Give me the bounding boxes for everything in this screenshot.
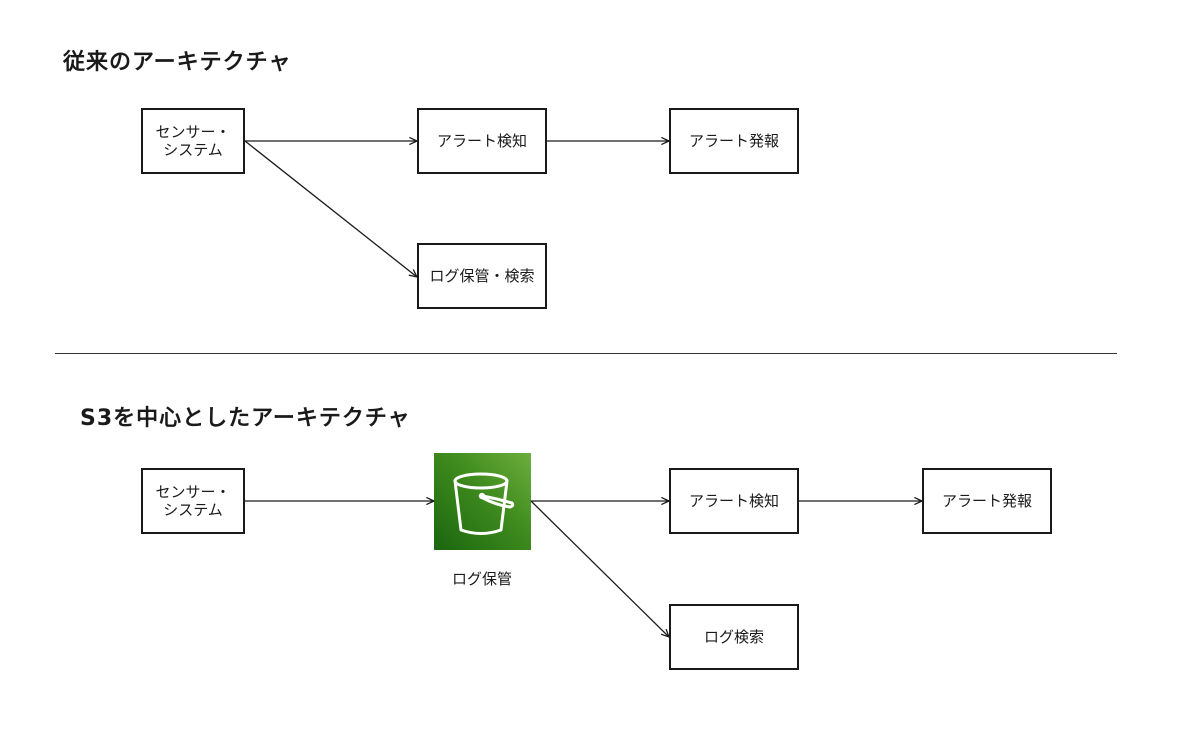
alert-detection-label: アラート検知 <box>688 492 779 510</box>
s3-bucket-icon <box>434 453 531 550</box>
alert-detection-node: アラート検知 <box>417 108 547 174</box>
log-store-search-node: ログ保管・検索 <box>417 243 547 309</box>
sensor-system-node: センサー・ システム <box>141 108 245 174</box>
log-store-search-label: ログ保管・検索 <box>429 267 535 285</box>
sensor-label-line2: システム <box>163 501 223 519</box>
section-divider <box>55 353 1117 354</box>
alert-notification-node-s3: アラート発報 <box>922 468 1052 534</box>
s3-architecture-title: S3を中心としたアーキテクチャ <box>80 406 411 431</box>
sensor-label-line1: センサー・ <box>155 123 231 141</box>
sensor-system-node-s3: センサー・ システム <box>141 468 245 534</box>
alert-notification-node: アラート発報 <box>669 108 799 174</box>
alert-notification-label: アラート発報 <box>688 132 779 150</box>
edge-sensor-to-log-store <box>244 140 417 277</box>
alert-detection-label: アラート検知 <box>436 132 527 150</box>
log-storage-label: ログ保管 <box>451 570 512 588</box>
sensor-label-line1: センサー・ <box>155 483 231 501</box>
traditional-architecture-title: 従来のアーキテクチャ <box>63 50 292 75</box>
log-search-label: ログ検索 <box>703 628 764 646</box>
edge-s3-to-log-search <box>530 500 669 637</box>
sensor-label-line2: システム <box>163 141 223 159</box>
log-search-node: ログ検索 <box>669 604 799 670</box>
alert-notification-label: アラート発報 <box>941 492 1032 510</box>
alert-detection-node-s3: アラート検知 <box>669 468 799 534</box>
bucket-icon <box>453 472 515 535</box>
